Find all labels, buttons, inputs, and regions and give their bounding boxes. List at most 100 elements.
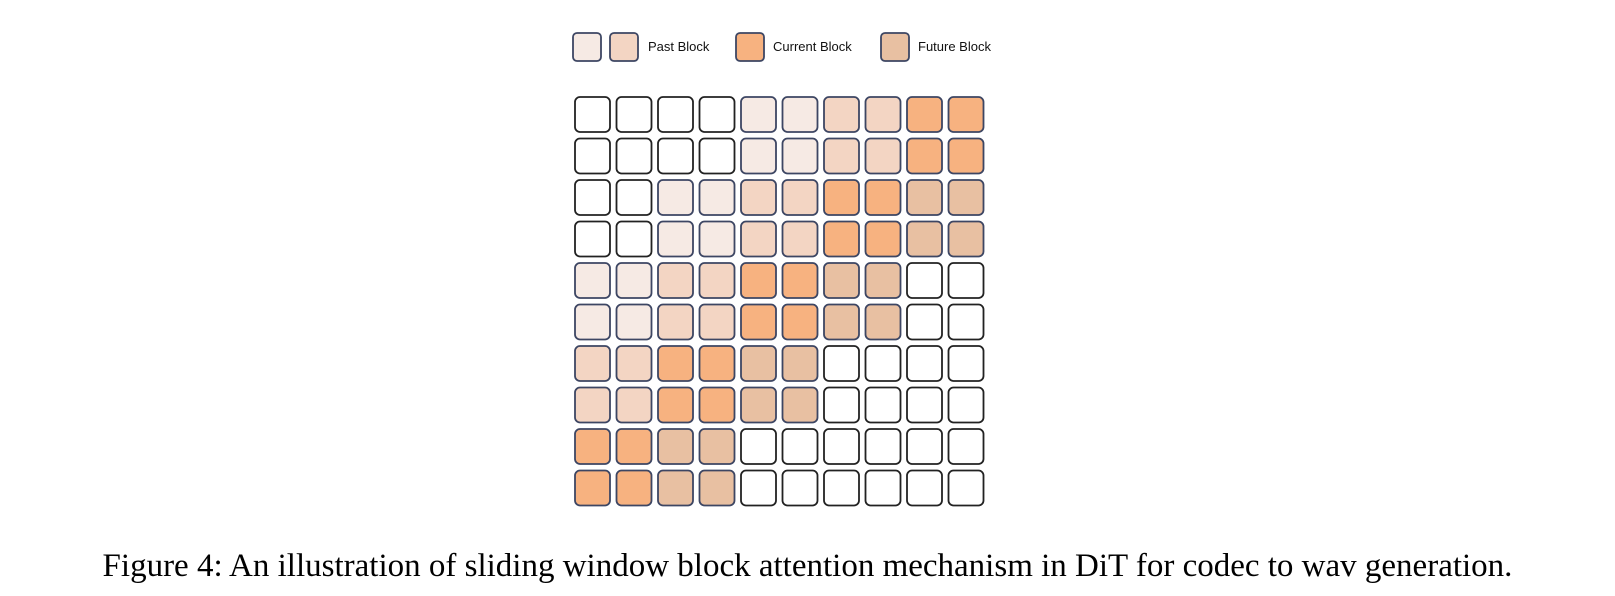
grid-cell-empty	[615, 220, 653, 258]
grid-cell-current	[657, 345, 694, 382]
legend-label-current: Current Block	[773, 39, 852, 54]
grid-cell-empty	[740, 428, 777, 465]
grid-cell-current	[698, 345, 736, 382]
grid-cell-past-near	[574, 345, 611, 382]
grid-cell-past-far	[615, 303, 653, 341]
legend-swatch-past-near	[609, 32, 639, 62]
grid-cell-current	[615, 428, 653, 465]
grid-cell-past-near	[615, 345, 653, 382]
grid-cell-current	[823, 220, 860, 258]
grid-cell-past-far	[657, 220, 694, 258]
grid-cell-past-far	[574, 303, 611, 341]
grid-cell-past-far	[615, 262, 653, 299]
grid-cell-empty	[864, 386, 902, 424]
grid-cell-empty	[823, 386, 860, 424]
grid-cell-empty	[947, 428, 985, 465]
legend-label-future: Future Block	[918, 39, 991, 54]
grid-cell-future	[657, 428, 694, 465]
grid-cell-past-near	[615, 386, 653, 424]
grid-cell-empty	[906, 262, 943, 299]
grid-cell-past-near	[740, 220, 777, 258]
grid-cell-empty	[740, 469, 777, 507]
grid-cell-past-near	[823, 137, 860, 175]
grid-cell-current	[740, 303, 777, 341]
grid-cell-past-near	[698, 262, 736, 299]
grid-cell-current	[823, 179, 860, 216]
grid-cell-current	[615, 469, 653, 507]
grid-cell-future	[906, 179, 943, 216]
grid-cell-empty	[947, 262, 985, 299]
grid-cell-past-near	[781, 179, 819, 216]
grid-cell-past-far	[781, 137, 819, 175]
grid-cell-past-far	[698, 220, 736, 258]
grid-cell-future	[947, 179, 985, 216]
grid-cell-current	[947, 96, 985, 133]
grid-cell-past-near	[574, 386, 611, 424]
grid-cell-future	[823, 262, 860, 299]
grid-cell-current	[574, 469, 611, 507]
grid-cell-empty	[615, 137, 653, 175]
grid-cell-empty	[698, 137, 736, 175]
grid-cell-empty	[781, 469, 819, 507]
grid-cell-empty	[906, 469, 943, 507]
grid-cell-current	[781, 262, 819, 299]
grid-cell-current	[906, 137, 943, 175]
grid-cell-empty	[574, 179, 611, 216]
grid-cell-empty	[906, 386, 943, 424]
grid-cell-past-near	[864, 137, 902, 175]
grid-cell-past-far	[781, 96, 819, 133]
grid-cell-empty	[615, 96, 653, 133]
grid-cell-future	[947, 220, 985, 258]
grid-cell-past-far	[698, 179, 736, 216]
grid-cell-empty	[657, 137, 694, 175]
grid-cell-future	[781, 345, 819, 382]
grid-cell-current	[906, 96, 943, 133]
grid-cell-empty	[864, 469, 902, 507]
grid-cell-current	[657, 386, 694, 424]
grid-cell-empty	[781, 428, 819, 465]
attention-diagram: Past Block Current Block Future Block	[572, 32, 991, 507]
grid-cell-current	[740, 262, 777, 299]
grid-cell-empty	[823, 428, 860, 465]
grid-cell-empty	[823, 345, 860, 382]
grid-cell-past-far	[740, 137, 777, 175]
attention-grid	[574, 96, 985, 507]
grid-cell-empty	[574, 96, 611, 133]
grid-cell-future	[740, 386, 777, 424]
grid-cell-past-near	[823, 96, 860, 133]
grid-cell-empty	[615, 179, 653, 216]
grid-cell-empty	[698, 96, 736, 133]
grid-cell-current	[947, 137, 985, 175]
grid-cell-empty	[657, 96, 694, 133]
grid-cell-empty	[906, 345, 943, 382]
grid-cell-past-far	[740, 96, 777, 133]
grid-cell-past-near	[657, 262, 694, 299]
grid-cell-empty	[864, 345, 902, 382]
grid-cell-past-near	[740, 179, 777, 216]
grid-cell-empty	[906, 428, 943, 465]
grid-cell-empty	[906, 303, 943, 341]
grid-cell-past-far	[657, 179, 694, 216]
grid-cell-current	[864, 220, 902, 258]
grid-cell-current	[864, 179, 902, 216]
legend-swatch-future	[880, 32, 910, 62]
grid-cell-past-near	[864, 96, 902, 133]
grid-cell-future	[823, 303, 860, 341]
grid-cell-future	[864, 262, 902, 299]
grid-cell-future	[781, 386, 819, 424]
grid-cell-future	[698, 469, 736, 507]
grid-cell-future	[740, 345, 777, 382]
grid-cell-current	[698, 386, 736, 424]
grid-cell-empty	[864, 428, 902, 465]
legend-swatch-current	[735, 32, 765, 62]
legend: Past Block Current Block Future Block	[572, 32, 991, 62]
grid-cell-empty	[947, 386, 985, 424]
grid-cell-past-near	[781, 220, 819, 258]
figure-caption: Figure 4: An illustration of sliding win…	[102, 548, 1513, 584]
legend-label-past: Past Block	[648, 39, 710, 54]
grid-cell-future	[698, 428, 736, 465]
legend-swatch-past-far	[572, 32, 602, 62]
grid-cell-past-near	[657, 303, 694, 341]
grid-cell-past-near	[698, 303, 736, 341]
grid-cell-current	[574, 428, 611, 465]
